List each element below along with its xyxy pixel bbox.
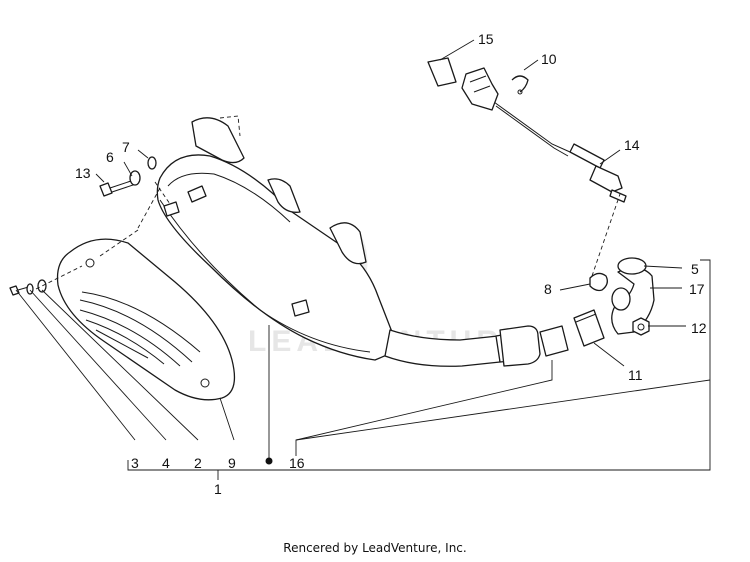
- callout-13: 13: [75, 165, 91, 181]
- callout-11: 11: [628, 367, 643, 383]
- grommet-2[interactable]: [37, 279, 47, 293]
- callout-1: 1: [214, 481, 222, 497]
- elbow-pipe[interactable]: [611, 257, 655, 335]
- callout-17: 17: [689, 281, 705, 297]
- washer-6[interactable]: [129, 170, 141, 186]
- wire-clip[interactable]: [511, 75, 529, 95]
- callout-9: 9: [228, 455, 236, 471]
- callout-6: 6: [106, 149, 114, 165]
- callout-labels: 1 2 3 4 5 6 7 8 9 10 11 12 13 14 15 16 1…: [75, 31, 707, 497]
- assembly-guides: [35, 115, 621, 290]
- callout-4: 4: [162, 455, 170, 471]
- washer-7[interactable]: [147, 156, 157, 170]
- oxygen-sensor[interactable]: [493, 101, 627, 203]
- callout-5: 5: [691, 261, 699, 277]
- sensor-connector[interactable]: [461, 67, 499, 111]
- connector-cap[interactable]: [427, 57, 457, 87]
- clamp-parts[interactable]: [539, 309, 605, 357]
- footer-credit: Rencered by LeadVenture, Inc.: [283, 541, 467, 555]
- callout-10: 10: [541, 51, 557, 67]
- callout-14: 14: [624, 137, 640, 153]
- nut[interactable]: [632, 317, 650, 336]
- callout-16: 16: [289, 455, 305, 471]
- callout-2: 2: [194, 455, 202, 471]
- muffler[interactable]: [156, 117, 541, 367]
- heat-shield[interactable]: [56, 238, 236, 401]
- clamp-ring[interactable]: [589, 272, 608, 292]
- callout-8: 8: [544, 281, 552, 297]
- callout-15: 15: [478, 31, 494, 47]
- callout-3: 3: [131, 455, 139, 471]
- leader-lines: [15, 39, 711, 480]
- callout-12: 12: [691, 320, 707, 336]
- callout-7: 7: [122, 139, 130, 155]
